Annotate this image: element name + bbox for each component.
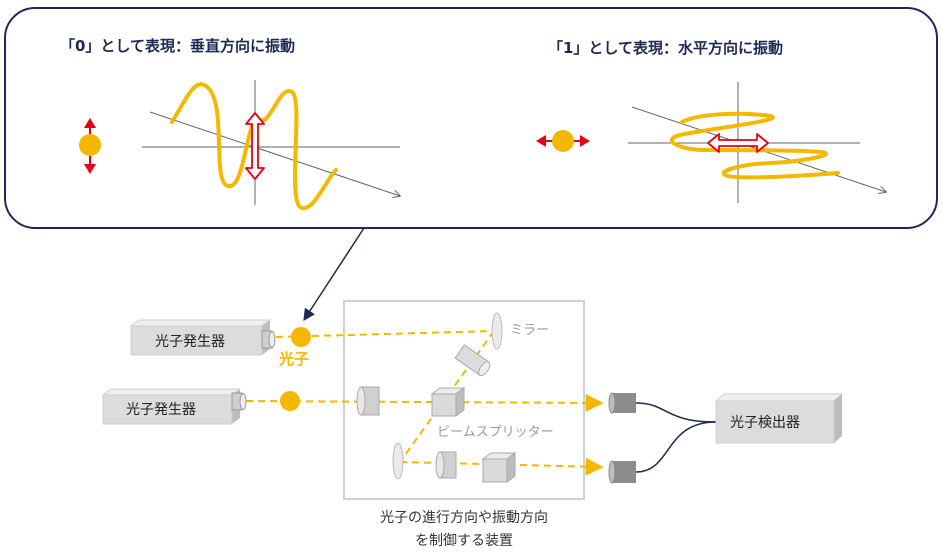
vertical-photon-icon: [79, 118, 101, 174]
generator-top-label: 光子発生器: [155, 334, 225, 350]
device-caption-line2: を制御する装置: [415, 533, 513, 549]
device-caption-line1: 光子の進行方向や振動方向: [380, 510, 548, 526]
callout-arrow: [303, 227, 365, 322]
detector-head-bottom: [608, 460, 636, 484]
vertical-heading: 「0」として表現：垂直方向に振動: [60, 37, 295, 55]
detector-label: 光子検出器: [730, 415, 800, 431]
photon-label: 光子: [278, 350, 309, 368]
horizontal-oscillation-arrow: [707, 133, 769, 153]
waveplate-left: [356, 386, 380, 416]
photon-generator-bottom: [101, 388, 247, 425]
beam-splitter-label: ビームスプリッター: [437, 425, 554, 440]
detector-head-top: [608, 392, 636, 414]
horizontal-photon-icon: [536, 130, 590, 152]
mirror-top: [491, 312, 503, 350]
horizontal-heading: 「1」として表現：水平方向に振動: [548, 39, 783, 57]
photon-bottom: [280, 391, 300, 411]
horizontal-wave: [670, 111, 840, 180]
beam-splitter-bottom: [481, 452, 517, 483]
beam-splitter: [430, 387, 466, 417]
mirror-bottom: [392, 442, 404, 480]
photon-detector: [714, 393, 844, 444]
waveplate-bottom: [435, 451, 457, 479]
cable-bottom: [635, 421, 717, 473]
mirror-label: ミラー: [510, 323, 549, 338]
generator-bottom-label: 光子発生器: [126, 402, 196, 418]
waveplate-tilted: [454, 344, 491, 377]
vertical-oscillation-arrow: [245, 112, 265, 180]
photon-top: [291, 327, 311, 347]
control-device-frame: [343, 300, 585, 500]
photon-generator-top: [129, 319, 276, 356]
cable-top: [635, 402, 717, 423]
